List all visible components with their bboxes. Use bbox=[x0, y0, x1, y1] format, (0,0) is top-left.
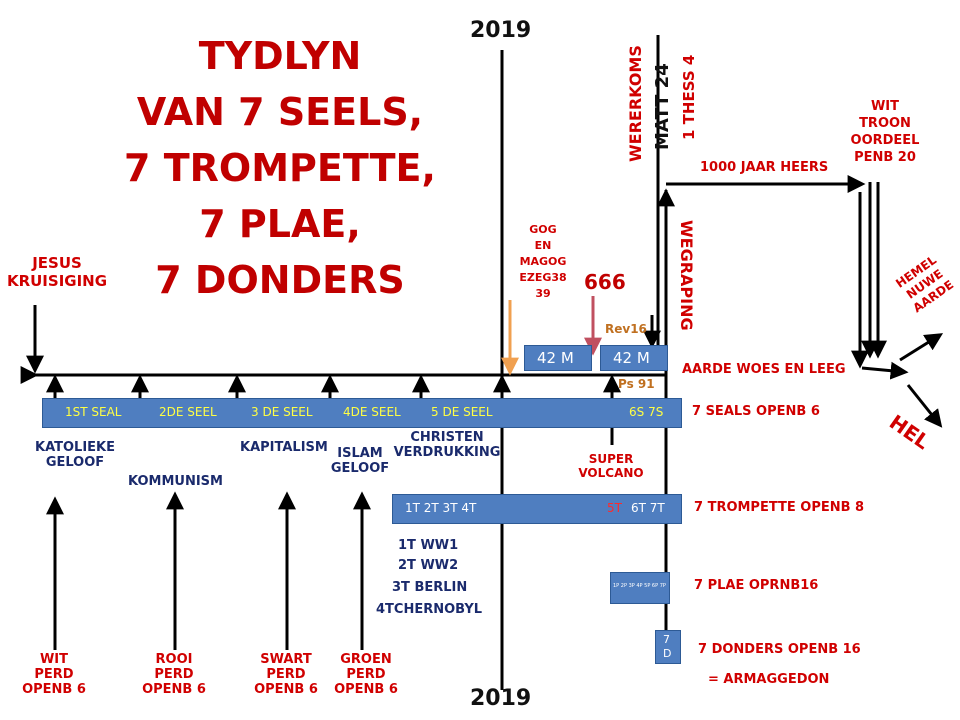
heers-label: 1000 JAAR HEERS bbox=[700, 160, 829, 175]
trumpets-label: 7 TROMPETTE OPENB 8 bbox=[694, 500, 865, 515]
armageddon-label: = ARMAGGEDON bbox=[708, 672, 830, 687]
donders-box-text: 7 D bbox=[663, 633, 672, 660]
title-block: TYDLYN VAN 7 SEELS, 7 TROMPETTE, 7 PLAE,… bbox=[110, 28, 450, 308]
matt24-label: MATT 24 bbox=[652, 63, 673, 150]
trumpet-5: 5T bbox=[607, 501, 622, 515]
wit-troon-label: WIT TROON OORDEEL PENB 20 bbox=[850, 99, 920, 165]
year-bottom: 2019 bbox=[470, 686, 532, 711]
thess-label: 1 THESS 4 bbox=[680, 54, 698, 140]
seals-bar: 1ST SEAL 2DE SEEL 3 DE SEEL 4DE SEEL 5 D… bbox=[42, 398, 682, 428]
title-line-2: VAN 7 SEELS, bbox=[136, 90, 424, 134]
title-line-4: 7 PLAE, bbox=[199, 202, 361, 246]
heaven-arrow bbox=[899, 333, 944, 362]
wederkoms-label: WERERKOMS bbox=[626, 45, 645, 162]
seal-5: 5 DE SEEL bbox=[431, 405, 493, 419]
ww-line-4: 4TCHERNOBYL bbox=[376, 602, 483, 617]
horse-red: ROOI PERD OPENB 6 bbox=[142, 652, 206, 697]
seal-6-7: 6S 7S bbox=[629, 405, 664, 419]
donders-box: 7 D bbox=[655, 630, 681, 664]
aarde-label: AARDE WOES EN LEEG bbox=[682, 362, 846, 377]
donders-label: 7 DONDERS OPENB 16 bbox=[698, 642, 861, 657]
trumpet-right: 6T 7T bbox=[631, 501, 665, 515]
end-arrow bbox=[861, 361, 909, 380]
plae-box: 1P 2P 3P 4P 5P 6P 7P bbox=[610, 572, 670, 604]
title-line-1: TYDLYN bbox=[198, 34, 362, 78]
seal-2: 2DE SEEL bbox=[159, 405, 217, 419]
gog-label: GOG EN MAGOG EZEG38 39 bbox=[519, 223, 567, 300]
katolieke-label: KATOLIEKE GELOOF bbox=[35, 440, 115, 470]
horse-black: SWART PERD OPENB 6 bbox=[254, 652, 318, 697]
42m-box-2: 42 M bbox=[600, 345, 668, 371]
rev16-label: Rev16 bbox=[605, 322, 647, 336]
42m-box-1: 42 M bbox=[524, 345, 592, 371]
seals-label: 7 SEALS OPENB 6 bbox=[692, 404, 820, 419]
plae-box-text: 1P 2P 3P 4P 5P 6P 7P bbox=[613, 583, 666, 589]
wegraping-label: WEGRAPING bbox=[677, 220, 696, 331]
666-label: 666 bbox=[584, 270, 626, 294]
seal-3: 3 DE SEEL bbox=[251, 405, 313, 419]
trumpet-left: 1T 2T 3T 4T bbox=[405, 501, 477, 515]
seal-1: 1ST SEAL bbox=[65, 405, 122, 419]
super-volcano-label: SUPER VOLCANO bbox=[578, 452, 644, 480]
title-line-3: 7 TROMPETTE, bbox=[124, 146, 436, 190]
year-top: 2019 bbox=[470, 18, 532, 43]
horse-green: GROEN PERD OPENB 6 bbox=[334, 652, 398, 697]
islam-label: ISLAM GELOOF bbox=[330, 446, 390, 476]
42m-text-2: 42 M bbox=[613, 349, 650, 367]
ww-line-3: 3T BERLIN bbox=[392, 580, 468, 595]
ww-line-1: 1T WW1 bbox=[398, 538, 459, 553]
horse-white: WIT PERD OPENB 6 bbox=[22, 652, 86, 697]
jesus-label: JESUS KRUISIGING bbox=[6, 254, 108, 290]
ps91-label: Ps 91 bbox=[618, 377, 655, 391]
title-line-5: 7 DONDERS bbox=[155, 258, 405, 302]
hell-arrow bbox=[906, 384, 943, 428]
seal-4: 4DE SEEL bbox=[343, 405, 401, 419]
trumpets-bar: 1T 2T 3T 4T 5T 6T 7T bbox=[392, 494, 682, 524]
42m-text-1: 42 M bbox=[537, 349, 574, 367]
ww-line-2: 2T WW2 bbox=[398, 558, 459, 573]
plae-label: 7 PLAE OPRNB16 bbox=[694, 578, 819, 593]
kommunism-label: KOMMUNISM bbox=[128, 474, 223, 489]
christen-label: CHRISTEN VERDRUKKING bbox=[393, 430, 501, 460]
kapitalism-label: KAPITALISM bbox=[240, 440, 328, 455]
